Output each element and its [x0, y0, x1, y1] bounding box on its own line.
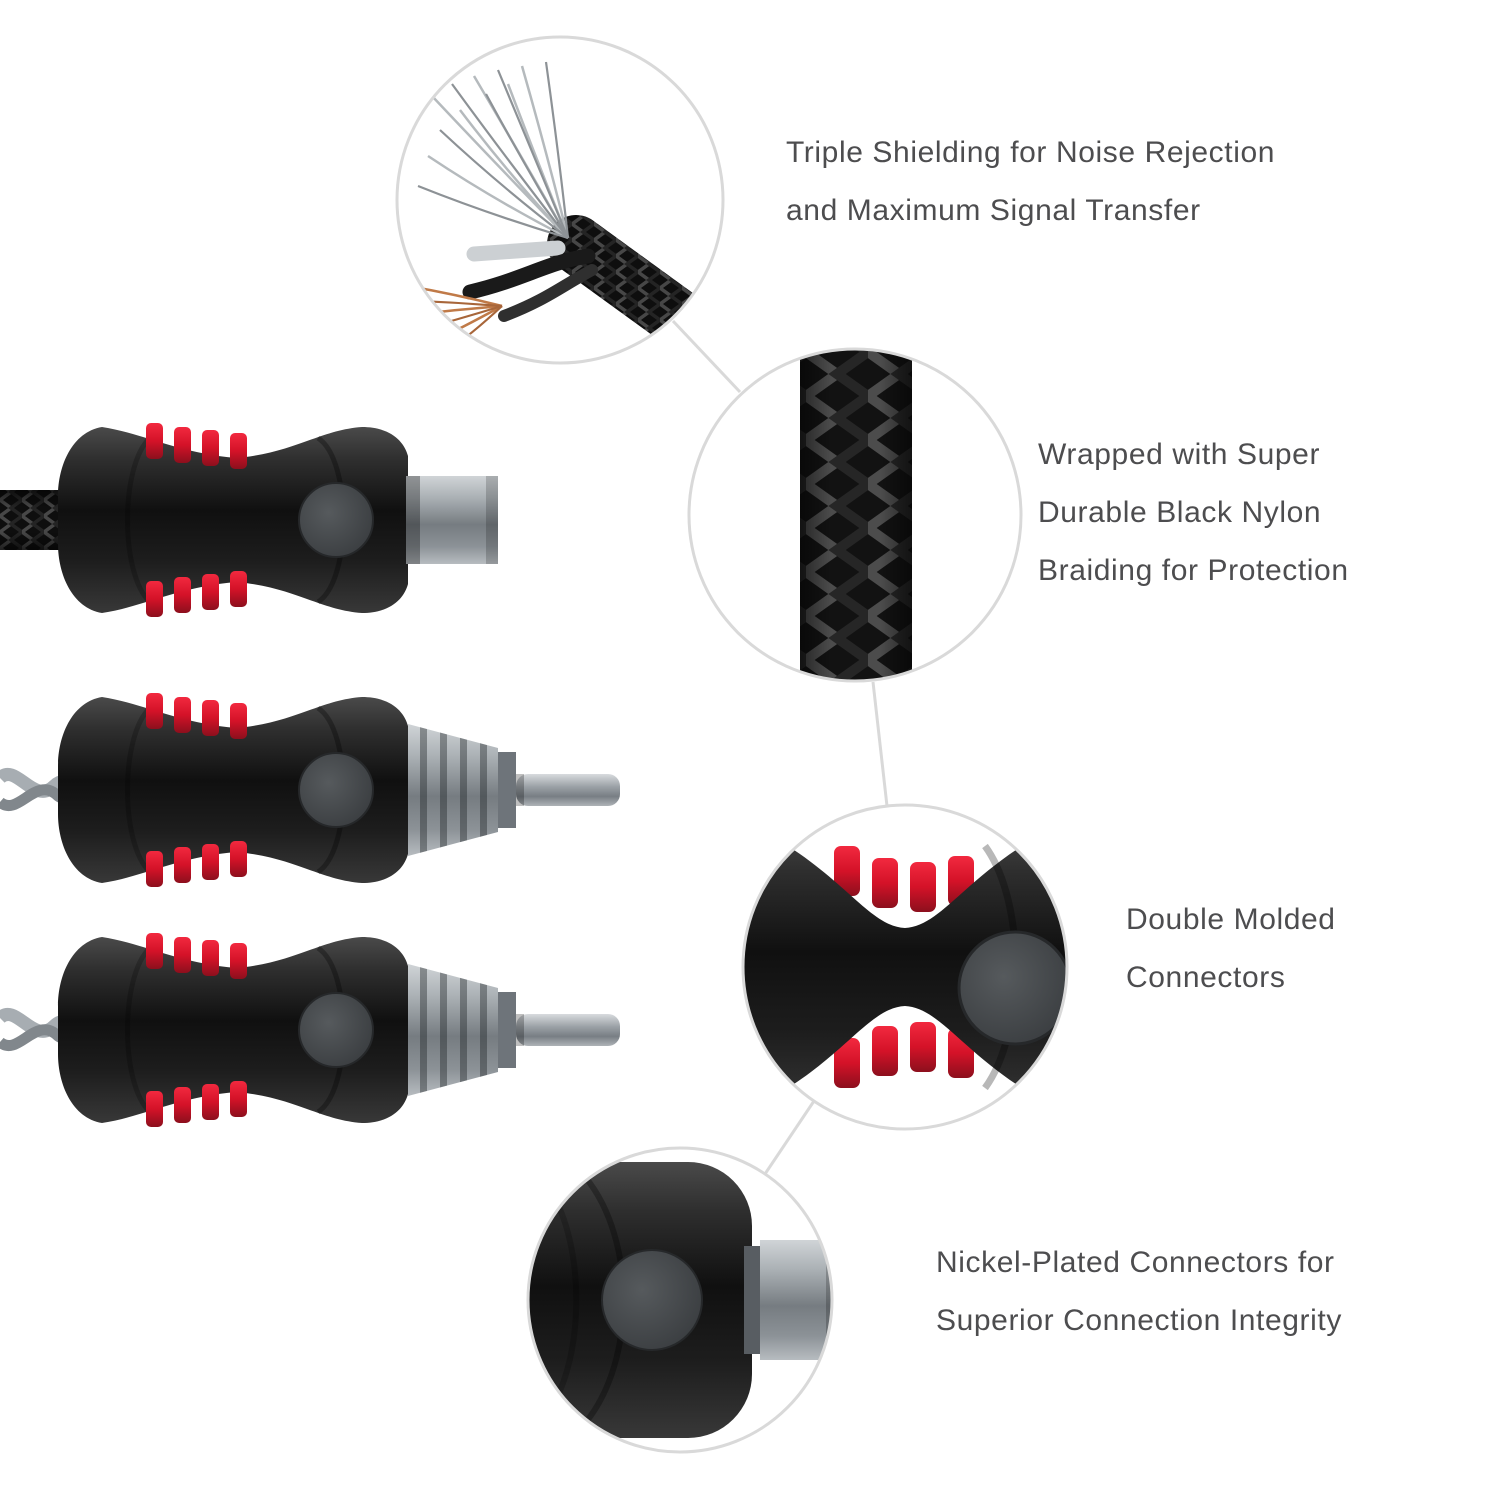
callout-line: and Maximum Signal Transfer [786, 194, 1201, 227]
callout-line: Superior Connection Integrity [936, 1304, 1342, 1337]
leader-line-3 [763, 1100, 816, 1175]
callout-text-nickel: Nickel-Plated Connectors for Superior Co… [936, 1234, 1342, 1350]
callout-line: Double Molded [1126, 903, 1336, 936]
callout-line: Triple Shielding for Noise Rejection [786, 136, 1276, 169]
rca-male-connector-1 [0, 693, 620, 887]
callout-circle-nickel [526, 1146, 834, 1454]
braiding-detail [689, 349, 1021, 681]
callout-line: Wrapped with Super [1038, 438, 1321, 471]
callout-line: Nickel-Plated Connectors for [936, 1246, 1335, 1279]
leader-line-2 [871, 681, 889, 807]
female-socket [406, 476, 498, 564]
callout-text-molded: Double Molded Connectors [1126, 891, 1336, 1007]
callout-text-braiding: Wrapped with Super Durable Black Nylon B… [1038, 426, 1349, 600]
connector-body [58, 427, 408, 613]
body-button [601, 1249, 703, 1351]
connector-body-closeup [743, 818, 1067, 1116]
rca-female-connector [0, 423, 498, 617]
callout-line: Braiding for Protection [1038, 554, 1349, 587]
leader-line-1 [671, 319, 742, 394]
body-button [298, 482, 374, 558]
callout-circle-molded [741, 803, 1069, 1131]
red-ribs [146, 423, 247, 617]
callout-line: Connectors [1126, 961, 1286, 994]
callout-line: Durable Black Nylon [1038, 496, 1322, 529]
callout-circle-braiding [687, 347, 1023, 683]
shielding-detail [397, 37, 723, 363]
nickel-socket [760, 1240, 832, 1360]
callout-circle-shielding [395, 35, 725, 365]
nickel-tip-detail [528, 1148, 832, 1452]
callout-text-shielding: Triple Shielding for Noise Rejection and… [786, 124, 1275, 240]
rca-male-connector-2 [0, 933, 620, 1127]
leader-lines [671, 319, 889, 1175]
body-button [957, 930, 1067, 1046]
molded-connector-detail [743, 805, 1067, 1129]
